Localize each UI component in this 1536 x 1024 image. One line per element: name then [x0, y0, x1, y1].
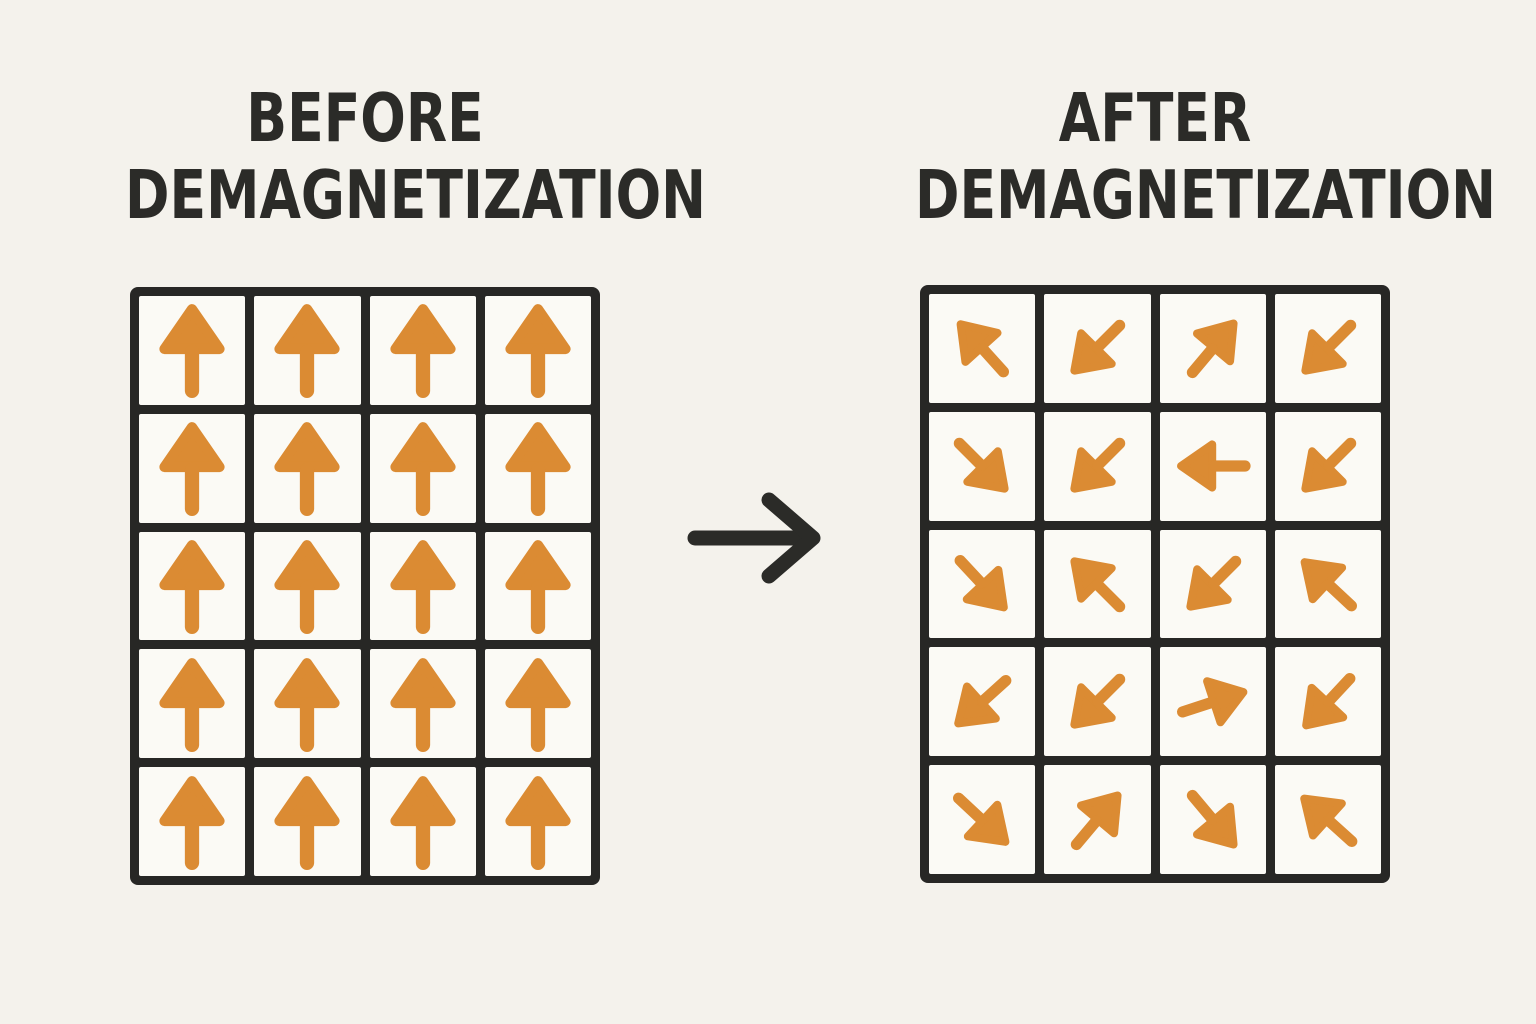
after-domain-grid	[920, 285, 1390, 883]
domain-cell	[254, 767, 361, 876]
domain-arrow-icon	[256, 535, 358, 637]
domain-arrow-icon	[487, 535, 589, 637]
before-title-line2: DEMAGNETIZATION	[125, 156, 707, 234]
domain-cell	[1274, 294, 1381, 403]
before-title: BEFORE DEMAGNETIZATION	[65, 79, 707, 234]
domain-cell	[1159, 765, 1266, 874]
domain-cell	[1044, 765, 1151, 874]
domain-cell	[1044, 647, 1151, 757]
domain-arrow-icon	[1044, 412, 1150, 521]
domain-arrow-icon	[487, 417, 589, 519]
domain-cell	[1274, 411, 1381, 521]
domain-arrow-icon	[1275, 647, 1381, 756]
after-title: AFTER DEMAGNETIZATION	[855, 79, 1497, 234]
domain-arrow-icon	[1044, 530, 1150, 639]
domain-arrow-icon	[1275, 412, 1381, 521]
domain-cell	[139, 649, 246, 759]
domain-cell	[139, 531, 246, 641]
domain-cell	[1159, 529, 1266, 639]
before-domain-grid	[130, 287, 600, 885]
domain-arrow-icon	[929, 294, 1035, 403]
domain-cell	[369, 767, 476, 876]
domain-arrow-icon	[256, 299, 358, 401]
domain-cell	[1159, 411, 1266, 521]
domain-arrow-icon	[256, 653, 358, 755]
domain-cell	[929, 647, 1036, 757]
domain-cell	[369, 413, 476, 523]
domain-cell	[929, 765, 1036, 874]
domain-arrow-icon	[1044, 765, 1150, 874]
domain-arrow-icon	[1173, 426, 1253, 506]
domain-cell	[484, 413, 591, 523]
domain-arrow-icon	[372, 535, 474, 637]
domain-arrow-icon	[141, 653, 243, 755]
domain-arrow-icon	[1160, 294, 1266, 403]
domain-arrow-icon	[487, 653, 589, 755]
domain-arrow-icon	[1044, 647, 1150, 756]
domain-cell	[139, 413, 246, 523]
domain-arrow-icon	[1162, 651, 1263, 752]
domain-arrow-icon	[1275, 530, 1381, 639]
domain-arrow-icon	[929, 765, 1035, 874]
domain-arrow-icon	[256, 771, 358, 873]
domain-cell	[254, 413, 361, 523]
domain-arrow-icon	[141, 299, 243, 401]
after-title-line2: DEMAGNETIZATION	[915, 156, 1497, 234]
domain-cell	[484, 767, 591, 876]
domain-arrow-icon	[372, 653, 474, 755]
domain-cell	[369, 296, 476, 405]
domain-cell	[1044, 294, 1151, 403]
domain-cell	[484, 531, 591, 641]
domain-cell	[139, 296, 246, 405]
before-title-line1: BEFORE	[246, 79, 484, 157]
domain-arrow-icon	[929, 530, 1035, 639]
domain-arrow-icon	[929, 647, 1035, 756]
domain-arrow-icon	[141, 535, 243, 637]
domain-cell	[1274, 647, 1381, 757]
domain-cell	[254, 531, 361, 641]
domain-arrow-icon	[487, 299, 589, 401]
domain-arrow-icon	[1275, 765, 1381, 874]
domain-arrow-icon	[372, 417, 474, 519]
domain-arrow-icon	[141, 771, 243, 873]
domain-cell	[1044, 411, 1151, 521]
domain-arrow-icon	[929, 412, 1035, 521]
domain-cell	[1159, 647, 1266, 757]
after-title-line1: AFTER	[1058, 79, 1252, 157]
domain-cell	[1274, 765, 1381, 874]
domain-arrow-icon	[1044, 294, 1150, 403]
domain-cell	[929, 411, 1036, 521]
domain-cell	[254, 649, 361, 759]
domain-cell	[1274, 529, 1381, 639]
domain-cell	[1159, 294, 1266, 403]
domain-cell	[254, 296, 361, 405]
domain-cell	[929, 294, 1036, 403]
domain-arrow-icon	[372, 771, 474, 873]
domain-arrow-icon	[256, 417, 358, 519]
domain-cell	[369, 649, 476, 759]
domain-arrow-icon	[1160, 530, 1266, 639]
domain-arrow-icon	[1275, 294, 1381, 403]
domain-cell	[484, 296, 591, 405]
transition-right-arrow-icon	[687, 488, 827, 588]
domain-cell	[139, 767, 246, 876]
domain-cell	[369, 531, 476, 641]
domain-arrow-icon	[141, 417, 243, 519]
domain-cell	[929, 529, 1036, 639]
domain-arrow-icon	[372, 299, 474, 401]
domain-cell	[484, 649, 591, 759]
domain-arrow-icon	[1160, 765, 1266, 874]
domain-cell	[1044, 529, 1151, 639]
domain-arrow-icon	[487, 771, 589, 873]
